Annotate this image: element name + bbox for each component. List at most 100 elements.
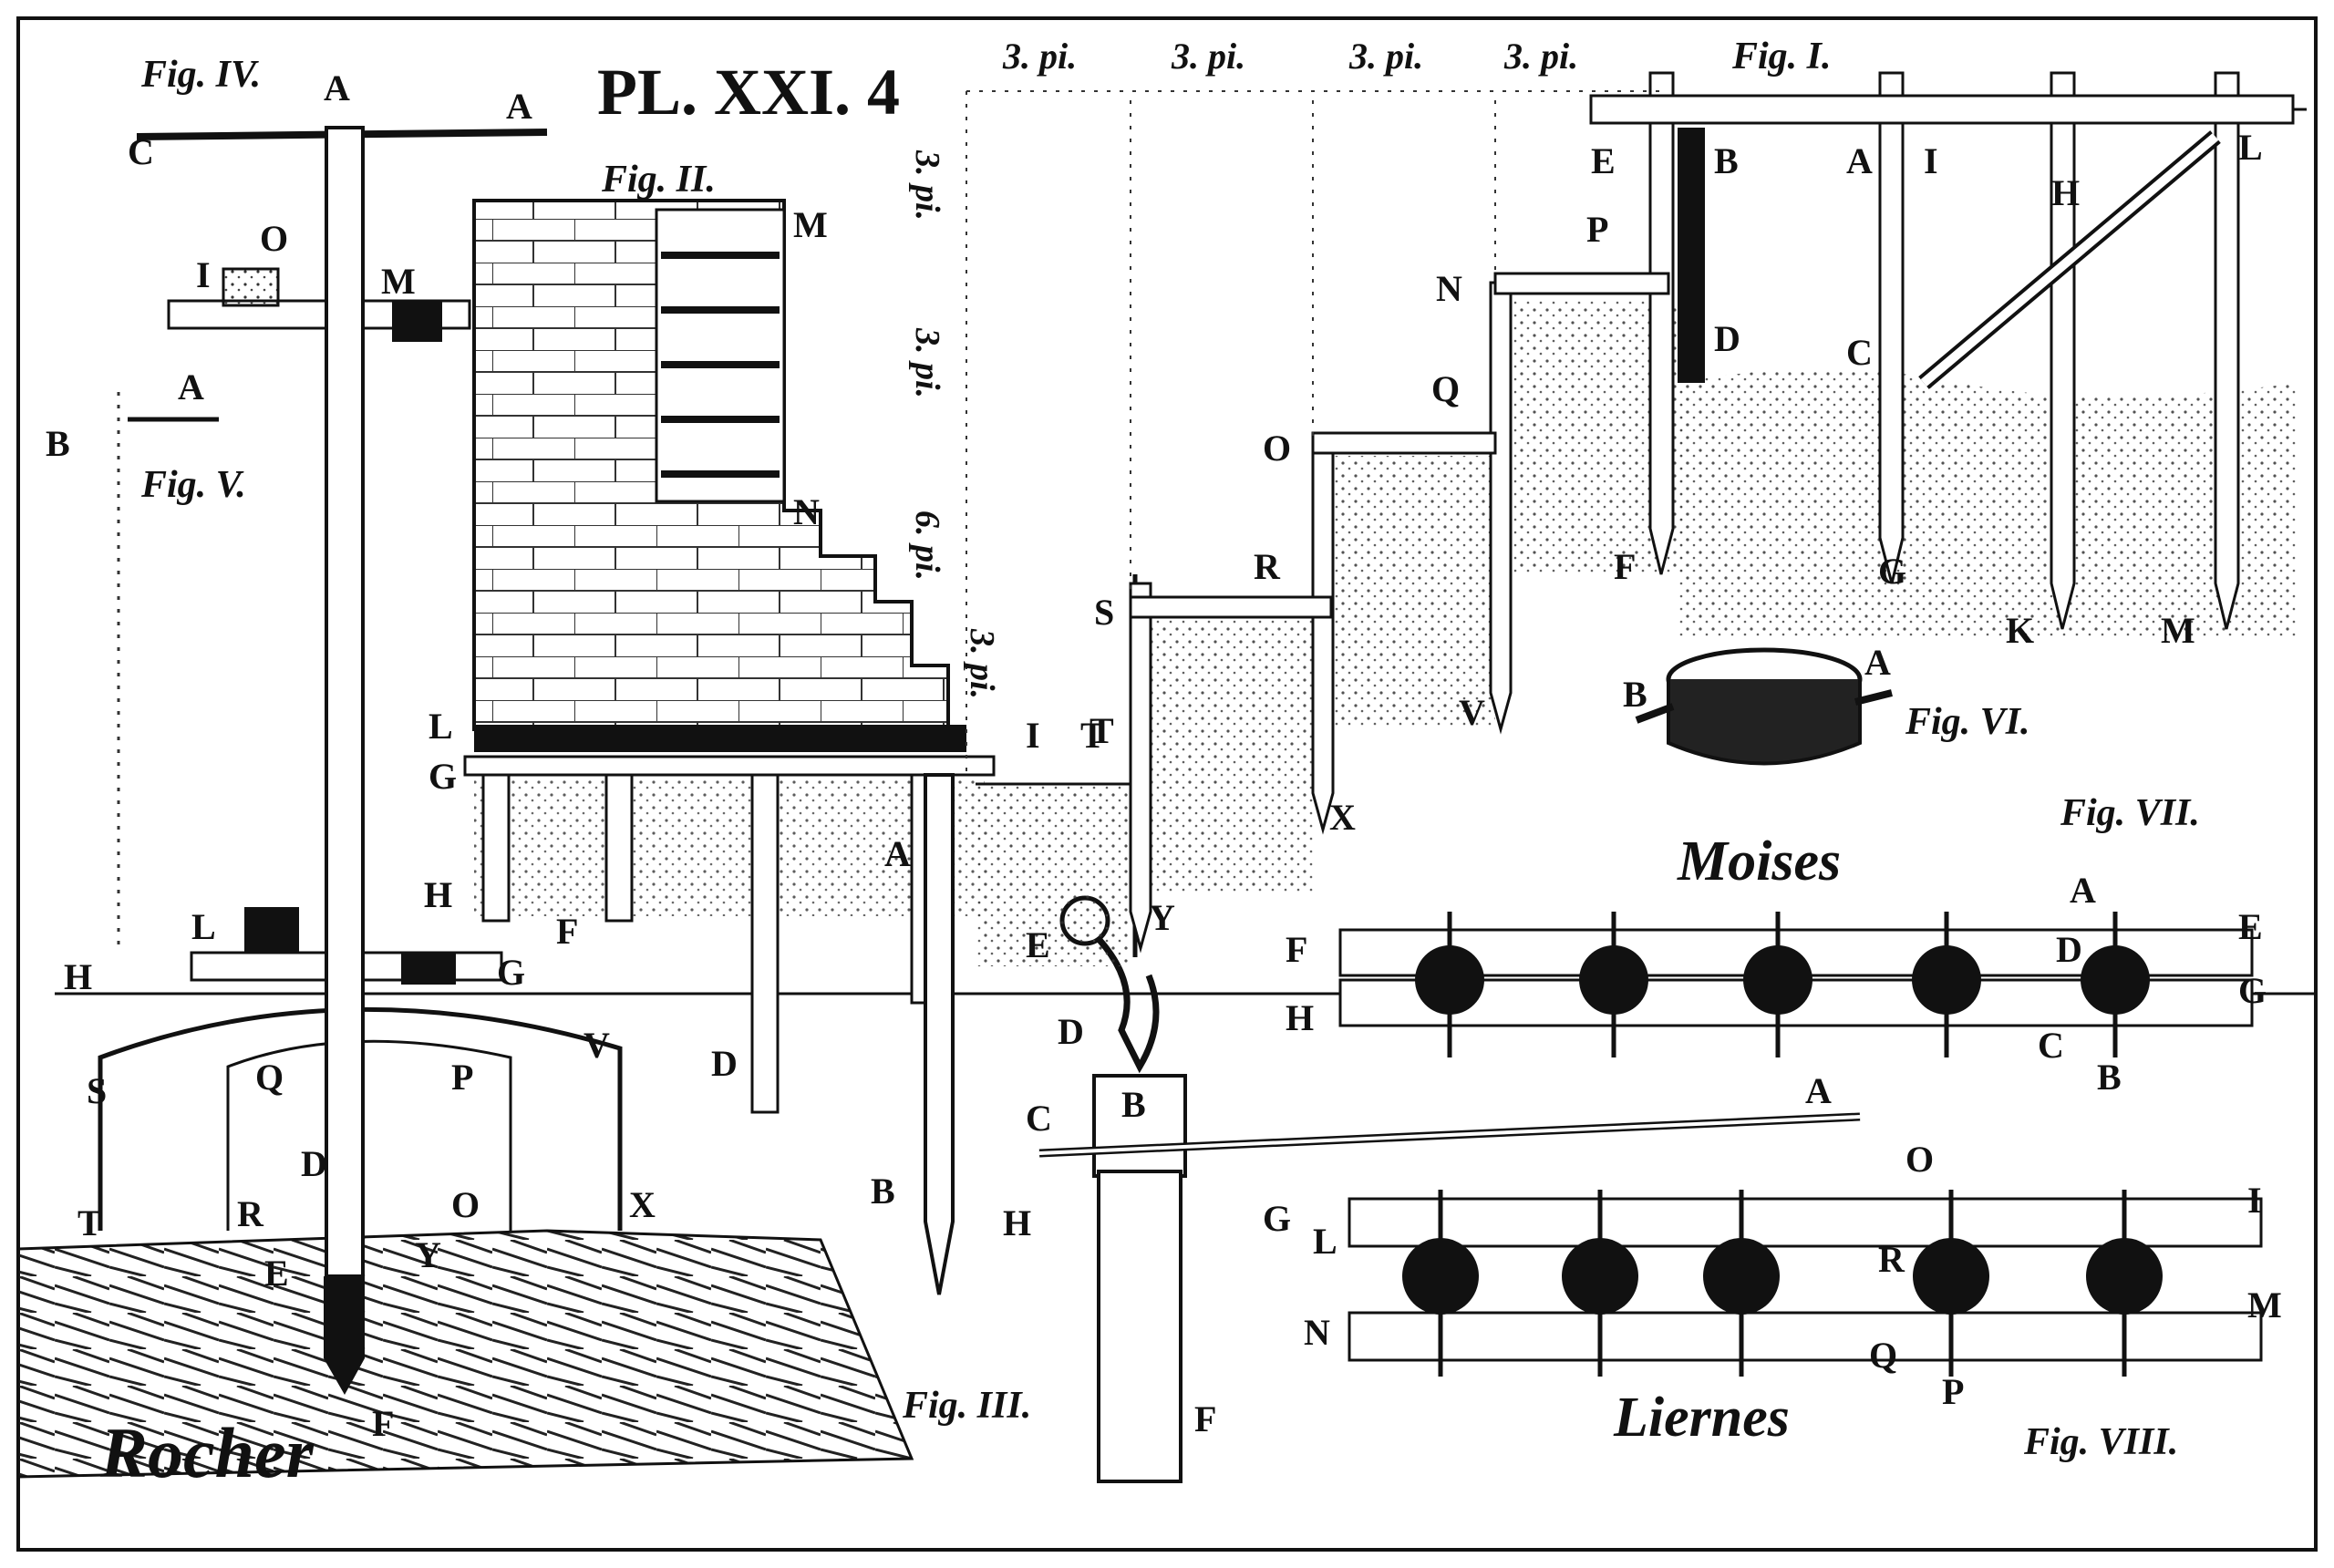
svg-text:G: G — [1878, 551, 1906, 592]
figure-i — [966, 71, 2307, 966]
svg-text:A: A — [1805, 1070, 1832, 1111]
svg-text:B: B — [1714, 140, 1739, 181]
fig-iii-letters: Y E D B C A H G F — [1003, 897, 1832, 1439]
dim-top-2: 3. pi. — [1171, 36, 1245, 77]
svg-text:L: L — [2238, 127, 2263, 168]
svg-text:V: V — [1459, 692, 1485, 733]
svg-text:A: A — [1846, 140, 1873, 181]
svg-text:I: I — [1924, 140, 1938, 181]
svg-text:N: N — [1436, 268, 1462, 309]
svg-text:A: A — [324, 67, 350, 108]
lierne-board-lower — [1348, 1311, 2263, 1362]
svg-text:V: V — [584, 1025, 610, 1066]
hook-d — [1096, 936, 1160, 1074]
svg-text:C: C — [128, 131, 154, 172]
svg-text:T: T — [1090, 710, 1114, 751]
svg-text:S: S — [1094, 592, 1114, 633]
figure-iv — [16, 126, 2316, 1479]
soil-step-1 — [976, 784, 1131, 966]
soil-step-2 — [1131, 620, 1313, 893]
dim-top-3: 3. pi. — [1348, 36, 1423, 77]
svg-text:N: N — [1304, 1312, 1330, 1353]
figure-iii — [1038, 574, 1861, 1483]
brace-inner — [1920, 133, 2219, 387]
svg-text:O: O — [451, 1184, 480, 1225]
svg-text:Q: Q — [1869, 1335, 1897, 1376]
svg-text:O: O — [260, 218, 288, 259]
svg-text:E: E — [1026, 924, 1050, 965]
svg-text:F: F — [372, 1403, 394, 1444]
block-g — [401, 953, 456, 985]
fig-vi-caption: Fig. VI. — [1905, 701, 2030, 743]
block-m — [392, 301, 442, 342]
svg-text:F: F — [556, 911, 578, 952]
svg-text:L: L — [429, 706, 453, 747]
svg-text:B: B — [46, 423, 70, 464]
pile-shaft — [1097, 1170, 1182, 1483]
svg-text:D: D — [2056, 929, 2082, 970]
svg-text:M: M — [381, 261, 416, 302]
svg-text:G: G — [429, 756, 457, 797]
collar-arm-left — [1635, 703, 1675, 724]
grillage-beam-g — [463, 755, 996, 777]
fig-i-caption: Fig. I. — [1731, 36, 1832, 77]
plate-title: PL. XXI. 4 — [597, 56, 900, 129]
subsoil — [474, 779, 985, 916]
dim-top-4: 3. pi. — [1503, 36, 1578, 77]
svg-text:R: R — [237, 1193, 264, 1234]
svg-text:H: H — [64, 956, 92, 997]
lierne-board-upper — [1348, 1197, 2263, 1248]
svg-text:F: F — [1194, 1398, 1216, 1439]
moise-piles — [1415, 912, 2150, 1057]
svg-text:D: D — [1058, 1011, 1084, 1052]
rock-label: Rocher — [99, 1413, 315, 1492]
svg-text:Q: Q — [255, 1057, 284, 1098]
svg-text:H: H — [2051, 172, 2080, 213]
svg-text:G: G — [497, 952, 525, 993]
svg-text:I: I — [2247, 1180, 2262, 1221]
grillage-beam-l — [474, 725, 966, 752]
svg-text:H: H — [424, 874, 452, 915]
svg-text:B: B — [871, 1171, 895, 1212]
svg-text:H: H — [1003, 1202, 1031, 1243]
fig-iii-caption: Fig. III. — [902, 1385, 1031, 1427]
fig-vi-letters: A B — [1623, 642, 1891, 715]
lever-ca-inner — [1038, 1115, 1861, 1155]
svg-text:A: A — [2070, 870, 2096, 911]
dim-vert-3: 6. pi. — [908, 511, 946, 581]
block-l — [244, 907, 299, 953]
svg-text:H: H — [1286, 997, 1314, 1038]
fig-iv-letters: A A C I O M A B L H G H S Q P V D R O X … — [46, 67, 656, 1444]
lierne-piles — [1402, 1190, 2163, 1377]
soil-surface — [1678, 369, 2298, 638]
svg-text:C: C — [2038, 1025, 2064, 1066]
svg-text:D: D — [1714, 318, 1740, 359]
svg-text:M: M — [2161, 610, 2195, 651]
moises-title: Moises — [1677, 830, 1841, 892]
svg-text:P: P — [1586, 209, 1608, 250]
block-b — [1092, 1074, 1187, 1178]
grate-bars — [661, 252, 780, 478]
dim-vert-2: 3. pi. — [908, 327, 946, 398]
figure-viii — [1348, 1190, 2263, 1377]
svg-text:B: B — [1121, 1084, 1146, 1125]
svg-text:S: S — [87, 1070, 107, 1111]
svg-text:Y: Y — [1149, 897, 1175, 938]
walings — [1129, 94, 2295, 619]
fig-ii-letters: M N L G H F D A B I T — [424, 204, 1105, 1212]
svg-text:E: E — [264, 1253, 289, 1294]
drill-rod — [325, 126, 365, 1278]
svg-text:N: N — [793, 491, 820, 532]
svg-text:L: L — [1313, 1221, 1337, 1262]
cofferdam-stakes — [1129, 71, 2240, 954]
fig-viii-letters: O I L M N R Q P — [1304, 1139, 2282, 1412]
dim-vert-1: 3. pi. — [908, 150, 946, 221]
svg-text:L: L — [191, 906, 216, 947]
fig-v-caption: Fig. V. — [140, 464, 246, 506]
svg-text:R: R — [1254, 546, 1281, 587]
drill-bit — [324, 1276, 365, 1395]
collar-body — [1667, 679, 1862, 766]
svg-text:P: P — [451, 1057, 473, 1098]
svg-text:M: M — [2247, 1284, 2282, 1326]
